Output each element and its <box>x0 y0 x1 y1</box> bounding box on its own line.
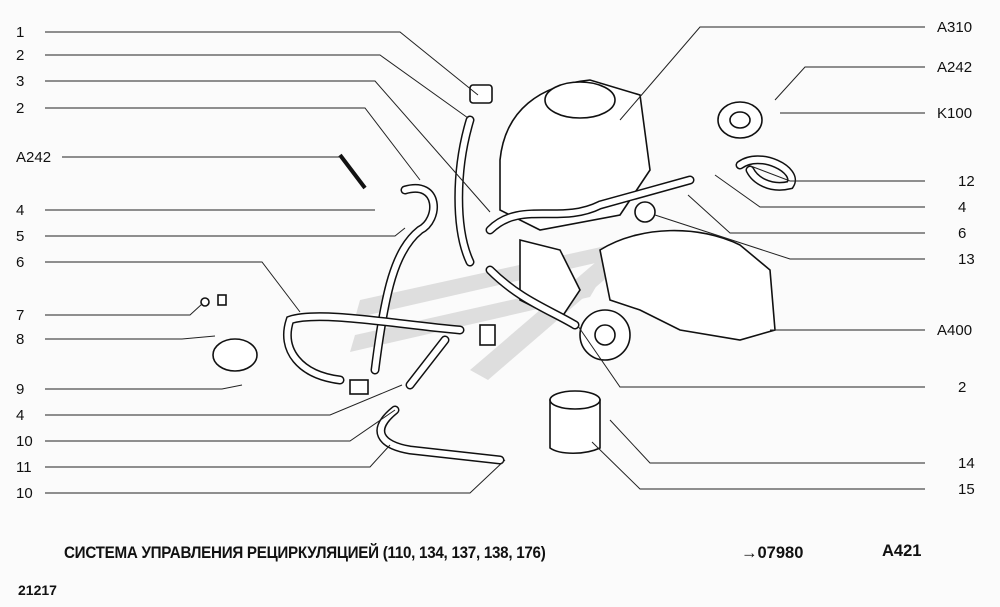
components <box>200 84 763 455</box>
callout-label: 4 <box>16 407 24 424</box>
callout-label: 11 <box>16 459 32 476</box>
leader-line <box>687 194 925 234</box>
leader-line <box>591 441 925 490</box>
callout-label: 10 <box>16 433 33 450</box>
reference-link[interactable]: →07980 <box>741 544 804 562</box>
callout-label: A400 <box>937 322 972 339</box>
callout-label: 2 <box>16 47 24 64</box>
leader-line <box>45 80 491 213</box>
callout-label: 5 <box>16 228 24 245</box>
callout-labels: 1232A2424567894101110A310A242K100124613A… <box>16 19 975 502</box>
callout-label: 4 <box>958 199 966 216</box>
leader-line <box>45 444 391 468</box>
leader-line <box>45 54 469 119</box>
callout-label: 6 <box>958 225 966 242</box>
callout-label: 14 <box>958 455 975 472</box>
callout-label: K100 <box>937 105 972 122</box>
callout-label: 12 <box>958 173 975 190</box>
leader-line <box>45 303 203 316</box>
leader-line <box>619 26 925 121</box>
callout-label: 2 <box>16 100 24 117</box>
callout-label: 1 <box>16 24 24 41</box>
callout-label: 4 <box>16 202 24 219</box>
callout-label: 6 <box>16 254 24 271</box>
leader-line <box>577 325 925 388</box>
hoses <box>282 115 796 465</box>
leader-line <box>45 107 421 181</box>
callout-label: 13 <box>958 251 975 268</box>
leader-line <box>45 384 243 390</box>
callout-label: 2 <box>958 379 966 396</box>
callout-label: 7 <box>16 307 24 324</box>
callout-label: 15 <box>958 481 975 498</box>
leader-lines <box>45 26 925 494</box>
leader-line <box>45 261 301 313</box>
callout-label: 9 <box>16 381 24 398</box>
leader-line <box>654 214 925 260</box>
model-number: 21217 <box>18 582 57 598</box>
leader-line <box>774 66 925 101</box>
watermark-logo <box>350 245 625 380</box>
diagram-code: A421 <box>882 542 922 560</box>
callout-label: 3 <box>16 73 24 90</box>
callout-label: A242 <box>16 149 51 166</box>
leader-line <box>609 419 925 464</box>
leader-line <box>45 409 396 442</box>
leader-line <box>45 227 406 237</box>
callout-label: 8 <box>16 331 24 348</box>
leader-line <box>45 459 506 494</box>
leader-line <box>45 384 403 416</box>
callout-label: 10 <box>16 485 33 502</box>
diagram-title: СИСТЕМА УПРАВЛЕНИЯ РЕЦИРКУЛЯЦИЕЙ (110, 1… <box>64 544 546 562</box>
callout-label: A242 <box>937 59 972 76</box>
leader-line <box>45 335 216 340</box>
leader-line <box>45 31 479 96</box>
callout-label: A310 <box>937 19 972 36</box>
leader-line <box>747 164 925 182</box>
leader-line <box>714 174 925 208</box>
